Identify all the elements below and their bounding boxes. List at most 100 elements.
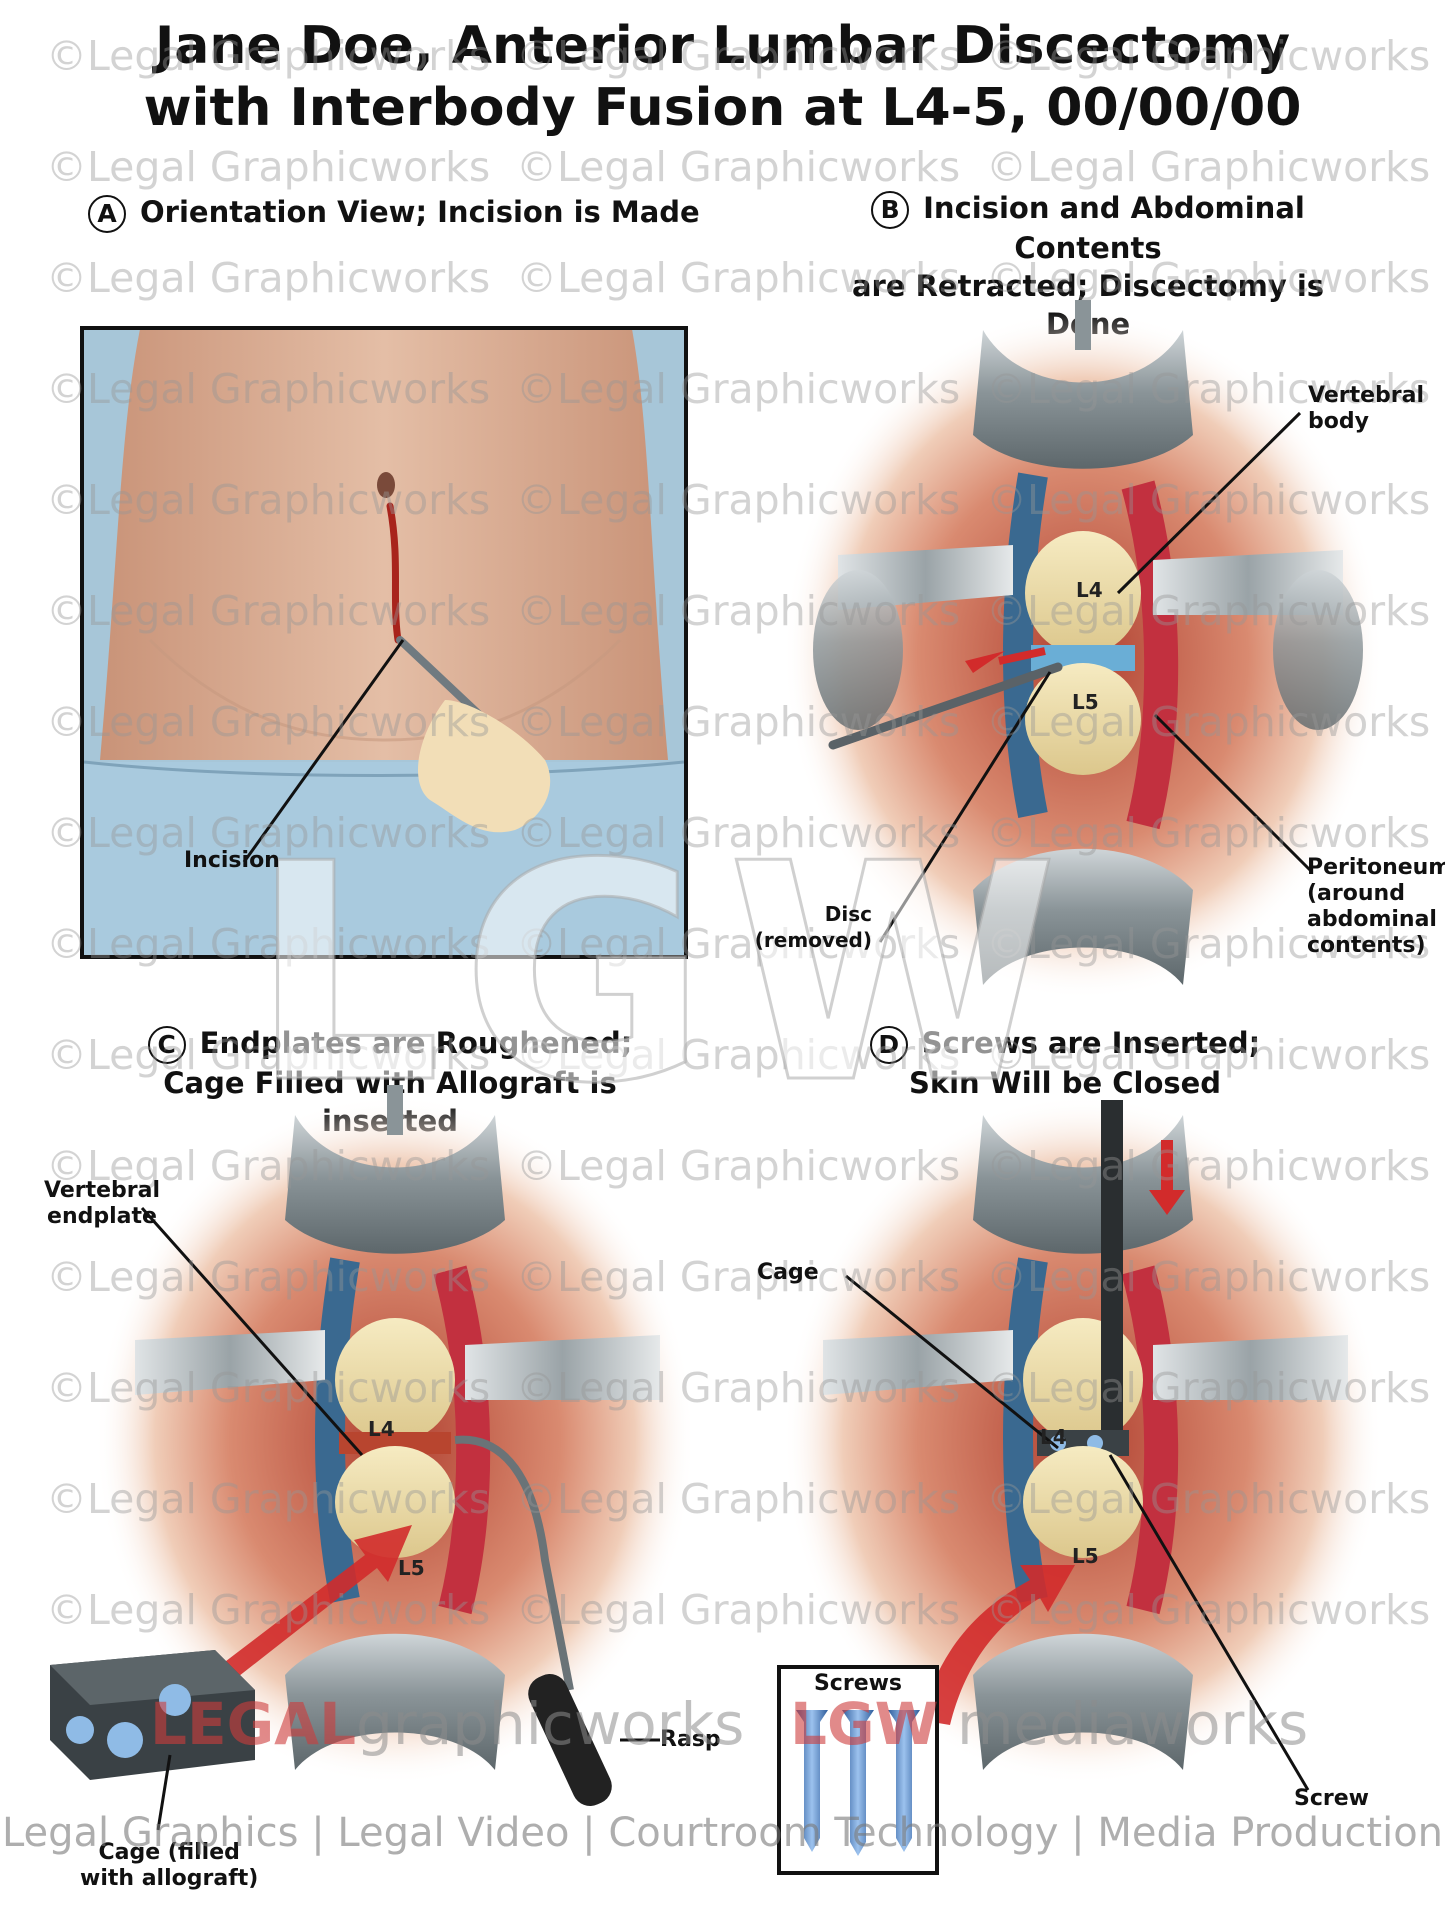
watermark-text: ©Legal Graphicworks [516, 920, 961, 968]
cage-screw-hole [107, 1722, 143, 1758]
label-incision: Incision [184, 848, 280, 873]
label-disc-removed: Disc (removed) [752, 901, 872, 953]
watermark-text: ©Legal Graphicworks [46, 698, 491, 746]
retractor-right [465, 1335, 660, 1400]
watermark-text: ©Legal Graphicworks [516, 1253, 961, 1301]
peritoneum-leader [1153, 713, 1314, 874]
lgw-watermark-logo: LGW [248, 799, 1079, 1151]
cage-leader [156, 1754, 172, 1831]
cage-top [50, 1650, 255, 1705]
label-vertebral-body-line-2: body [1308, 409, 1369, 434]
roughened-endplate [339, 1432, 451, 1454]
panel-a-title-line-1: Orientation View; Incision is Made [140, 195, 700, 229]
retractor-top [973, 1115, 1193, 1254]
watermark-text: ©Legal Graphicworks [46, 1253, 491, 1301]
watermark-text: ©Legal Graphicworks [986, 809, 1431, 857]
watermark-text: ©Legal Graphicworks [516, 143, 961, 191]
watermark-text: ©Legal Graphicworks [516, 254, 961, 302]
watermark-text: ©Legal Graphicworks [46, 476, 491, 524]
watermark-text: ©Legal Graphicworks [46, 143, 491, 191]
label-endplate-line-2: endplate [47, 1204, 157, 1229]
watermark-text: ©Legal Graphicworks [516, 1031, 961, 1079]
label-d-l4: L4 [1040, 1425, 1067, 1449]
vein [315, 1257, 360, 1603]
panel-a-frame [80, 326, 688, 959]
watermark-text: ©Legal Graphicworks [986, 254, 1431, 302]
panel-c-artwork [95, 1085, 695, 1806]
label-b-l4: L4 [1076, 578, 1103, 602]
artery [1121, 1265, 1179, 1615]
watermark-text: ©Legal Graphicworks [46, 1142, 491, 1190]
panel-c-letter: C [147, 1026, 186, 1064]
cage-leader [845, 1274, 1059, 1450]
label-endplate-line-1: Vertebral [44, 1178, 161, 1203]
vertebra-l5 [1023, 1446, 1143, 1558]
footer-tagline: Legal Graphics | Legal Video | Courtroom… [1, 1810, 1444, 1856]
screw-leader [1108, 1454, 1310, 1791]
disc-leader [878, 671, 1052, 943]
label-cage-filled-line-1: Cage (filled [98, 1840, 240, 1865]
vein [1003, 1257, 1048, 1603]
vertebral-body-leader [1116, 411, 1302, 595]
rasp-tool [454, 1435, 574, 1691]
retractor-bottom [973, 848, 1193, 985]
retractor-right [1153, 1335, 1348, 1400]
watermark-text: ©Legal Graphicworks [516, 365, 961, 413]
brand-left-graphicworks: graphicworks [356, 1690, 745, 1758]
panel-d-title-line-1: Screws are Inserted; [921, 1026, 1261, 1060]
label-d-l5: L5 [1072, 1544, 1099, 1568]
panel-b-letter: B [871, 191, 910, 229]
incision-leader [242, 639, 405, 863]
panel-d-artwork [783, 1095, 1383, 1785]
gloved-hand [418, 700, 551, 833]
watermark-text: ©Legal Graphicworks [986, 32, 1431, 80]
panel-b-artwork [783, 300, 1383, 1000]
panel-c-title-line-1: Endplates are Roughened; [199, 1026, 633, 1060]
vertebra-l4 [335, 1318, 455, 1442]
label-disc-line-1: Disc [824, 902, 872, 926]
panel-a-artwork [80, 326, 688, 959]
retractor-bottom [285, 1633, 505, 1770]
watermark-text: ©Legal Graphicworks [46, 365, 491, 413]
watermark-text: ©Legal Graphicworks [986, 698, 1431, 746]
watermark-text: ©Legal Graphicworks [46, 1586, 491, 1634]
watermark-text: ©Legal Graphicworks [986, 365, 1431, 413]
label-cage-filled: Cage (filled with allograft) [80, 1840, 258, 1892]
watermark-text: ©Legal Graphicworks [986, 1586, 1431, 1634]
watermark-text: ©Legal Graphicworks [986, 1364, 1431, 1412]
retractor-left-blade [813, 570, 903, 730]
panel-d-title-line-2: Skin Will be Closed [908, 1066, 1222, 1100]
screw-direction-arrow [1149, 1140, 1185, 1215]
retractor-left [135, 1330, 325, 1395]
watermark-text: ©Legal Graphicworks [516, 587, 961, 635]
retractor-left [823, 1330, 1013, 1395]
watermark-text: ©Legal Graphicworks [46, 587, 491, 635]
drape-fold [83, 760, 685, 777]
disc-instrument [828, 662, 1063, 750]
abdomen-skin [100, 329, 668, 760]
retractor-top-hook [387, 1085, 403, 1135]
label-vertebral-endplate: Vertebral endplate [44, 1178, 160, 1230]
brand-right-lgw: LGW [790, 1690, 939, 1758]
retractor-top-hook [1075, 300, 1091, 350]
watermark-text: ©Legal Graphicworks [516, 698, 961, 746]
screw-icon [888, 1710, 920, 1852]
brand-right: LGW mediaworks [790, 1690, 1308, 1758]
watermark-text: ©Legal Graphicworks [986, 587, 1431, 635]
brand-left-legal: LEGAL [150, 1690, 357, 1758]
cage-screw-hole [159, 1684, 191, 1716]
label-b-l5: L5 [1072, 690, 1099, 714]
label-cage: Cage [757, 1260, 819, 1285]
watermark-text: ©Legal Graphicworks [46, 920, 491, 968]
title-line-2: with Interbody Fusion at L4-5, 00/00/00 [143, 78, 1302, 138]
label-screw: Screw [1294, 1786, 1369, 1811]
watermark-text: ©Legal Graphicworks [986, 1142, 1431, 1190]
vertebra-l5 [335, 1446, 455, 1558]
watermark-text: ©Legal Graphicworks [986, 1253, 1431, 1301]
rasp-handle [528, 1674, 612, 1806]
pelvis-contour [148, 638, 622, 742]
label-c-l4: L4 [368, 1417, 395, 1441]
